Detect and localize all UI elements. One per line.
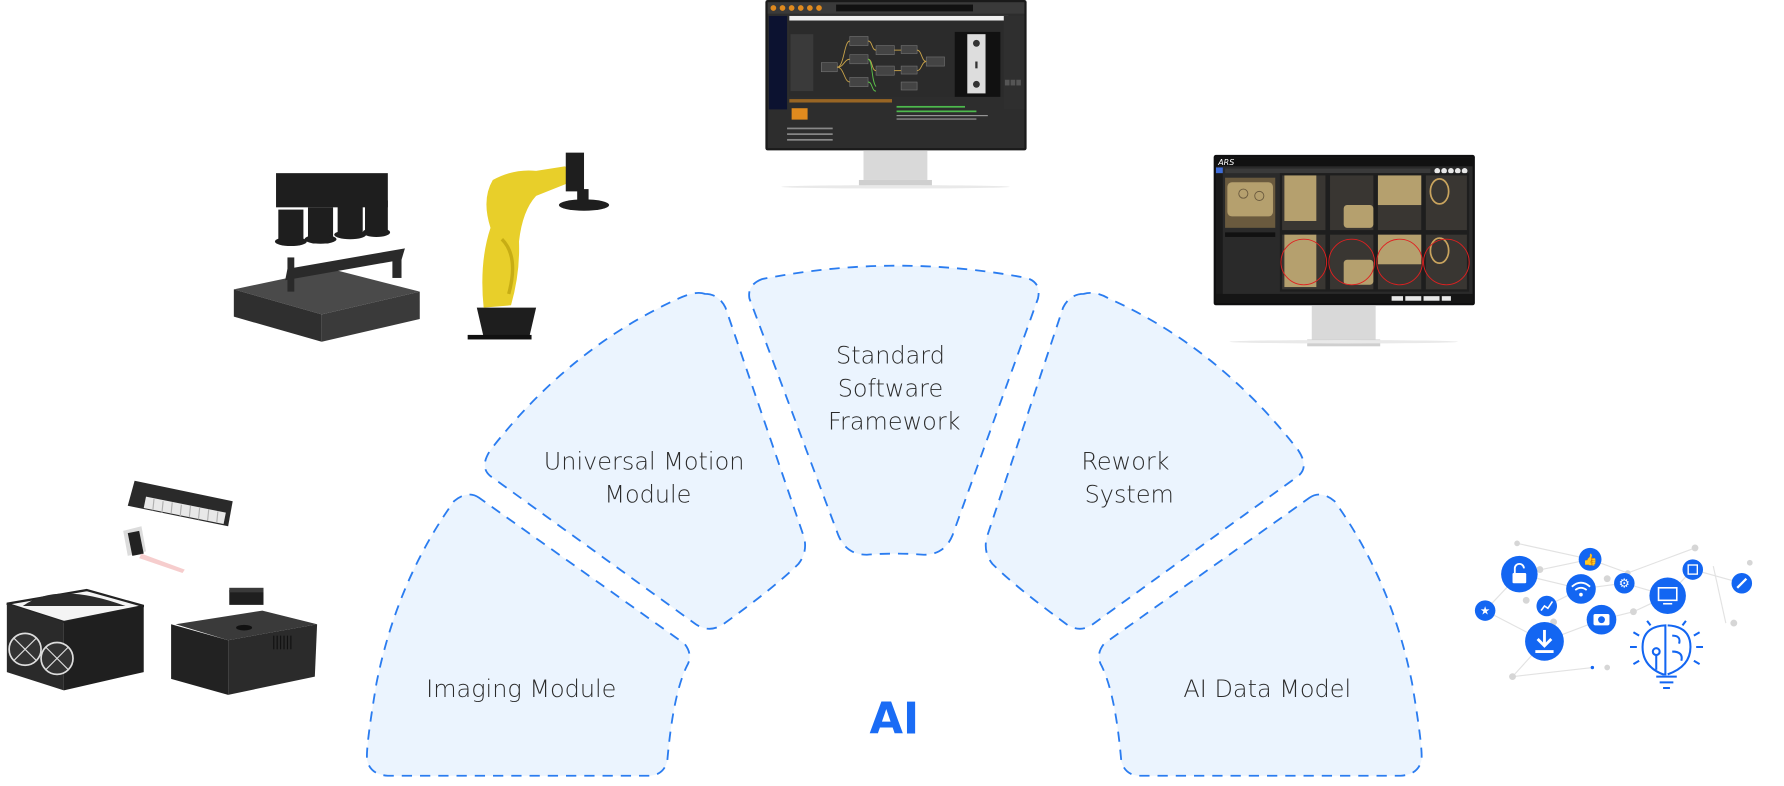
monitor-stand [863, 150, 928, 180]
monitor-stand [1311, 305, 1376, 340]
segment-imaging-shape [366, 493, 691, 777]
software-framework-monitor [765, 0, 1027, 189]
segment-rework-shape [984, 291, 1305, 630]
gear-icon: ⚙ [1614, 572, 1635, 594]
motion-hardware-illustration [233, 152, 610, 342]
segment-ai-data-model: AI Data Model [1098, 493, 1423, 777]
segment-ai-data-shape [1098, 493, 1423, 777]
center-ai-label: AI [869, 695, 919, 745]
imaging-hardware-illustration [6, 480, 318, 695]
segment-rework-system: Rework System [984, 291, 1305, 630]
inspection-grid [1279, 173, 1470, 292]
segment-imaging-module: Imaging Module [366, 493, 691, 777]
dome-light-box-icon [6, 588, 145, 691]
segment-imaging-label: Imaging Module [426, 675, 616, 703]
gantry-icon [233, 173, 420, 342]
segment-motion-shape [483, 291, 807, 630]
laser-sensor-icon [123, 526, 185, 573]
segment-universal-motion-module: Universal Motion Module [483, 291, 807, 630]
monitor-icon [1649, 577, 1686, 614]
app-logo: ARS [1217, 158, 1234, 167]
svg-text:★: ★ [1480, 604, 1490, 618]
pencil-icon [1731, 572, 1753, 594]
svg-text:👍: 👍 [1583, 552, 1597, 566]
controller-box-icon [171, 610, 318, 695]
star-icon: ★ [1474, 600, 1496, 621]
camera-icon [1586, 604, 1617, 635]
segment-software-label: Standard Software Framework [828, 341, 961, 435]
camera-module-icon [229, 587, 264, 605]
segment-motion-label: Universal Motion Module [544, 447, 752, 508]
robot-arm-icon [467, 152, 610, 340]
rework-system-monitor: ARS [1213, 154, 1475, 347]
chart-icon [1536, 595, 1558, 617]
unlock-icon [1501, 555, 1538, 593]
wifi-icon [1566, 574, 1596, 604]
line-light-icon [127, 480, 233, 527]
segment-software-shape [748, 264, 1040, 556]
brain-bulb-icon [1630, 620, 1704, 690]
ai-network-illustration: 👍 ⚙ ★ [1474, 540, 1753, 690]
download-icon [1525, 621, 1564, 661]
thumbs-up-icon: 👍 [1578, 547, 1602, 571]
report-icon [1682, 559, 1704, 580]
segment-rework-label: Rework System [1081, 447, 1177, 508]
svg-text:⚙: ⚙ [1619, 576, 1630, 591]
segment-ai-data-label: AI Data Model [1183, 675, 1351, 703]
segment-standard-software-framework: Standard Software Framework [748, 264, 1040, 556]
